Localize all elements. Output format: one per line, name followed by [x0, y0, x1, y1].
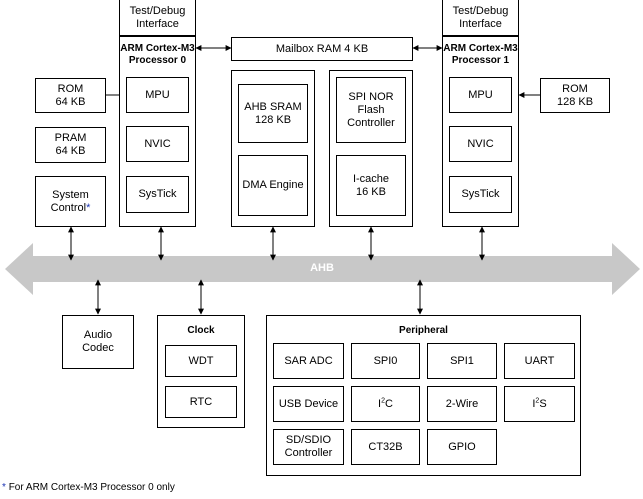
cpu0-title: ARM Cortex-M3 Processor 0 — [120, 43, 195, 66]
rtc-label: RTC — [189, 395, 213, 408]
systick1-label: SysTick — [461, 188, 500, 200]
gpio-label: GPIO — [448, 440, 476, 453]
mailbox-ram-block: Mailbox RAM 4 KB — [231, 37, 413, 61]
systick0-block: SysTick — [126, 176, 189, 213]
cpu1-block: ARM Cortex-M3 Processor 1 MPU NVIC SysTi… — [442, 36, 519, 227]
pram-label: PRAM 64 KB — [54, 132, 87, 157]
icache-label: I-cache 16 KB — [352, 172, 390, 198]
spi-nor-flash-controller-block: SPI NOR Flash Controller — [336, 77, 406, 143]
i2c-label: I2C — [378, 396, 393, 410]
system-control-footnote-mark: * — [86, 201, 91, 214]
rom1-block: ROM 128 KB — [540, 78, 610, 113]
spi1-label: SPI1 — [450, 354, 474, 367]
cpu0-block: ARM Cortex-M3 Processor 0 MPU NVIC SysTi… — [119, 36, 196, 227]
nvic0-block: NVIC — [126, 126, 189, 162]
uart-block: UART — [504, 343, 575, 379]
two-wire-block: 2-Wire — [427, 386, 497, 422]
rom1-label: ROM 128 KB — [556, 82, 594, 108]
nvic1-block: NVIC — [449, 126, 512, 162]
systick1-block: SysTick — [449, 176, 512, 213]
i2s-label: I2S — [532, 396, 547, 410]
mpu1-block: MPU — [449, 77, 512, 113]
i2s-block: I2S — [504, 386, 575, 422]
nvic0-label: NVIC — [144, 137, 171, 150]
wdt-label: WDT — [188, 354, 214, 367]
mpu0-block: MPU — [126, 77, 189, 113]
mailbox-ram-label: Mailbox RAM 4 KB — [275, 42, 369, 55]
ahb-label: AHB — [310, 262, 334, 274]
ahb-sram-label: AHB SRAM 128 KB — [244, 100, 302, 126]
spi-nor-label: SPI NOR Flash Controller — [347, 90, 395, 129]
sd-sdio-controller-block: SD/SDIO Controller — [273, 429, 344, 465]
peripheral-title: Peripheral — [399, 325, 448, 336]
cpu1-title: ARM Cortex-M3 Processor 1 — [443, 43, 518, 66]
rom0-block: ROM 64 KB — [35, 78, 106, 113]
peripheral-group: Peripheral SAR ADC SPI0 SPI1 UART USB De… — [266, 315, 581, 476]
clock-group: Clock WDT RTC — [157, 315, 245, 428]
two-wire-label: 2-Wire — [445, 397, 479, 410]
system-control-label: System Control* — [50, 188, 91, 214]
icache-block: I-cache 16 KB — [336, 155, 406, 216]
footnote-mark: * — [2, 482, 6, 493]
uart-label: UART — [524, 354, 555, 367]
mpu0-label: MPU — [145, 88, 170, 101]
test-debug-1-label: Test/Debug Interface — [452, 4, 509, 30]
usb-device-label: USB Device — [278, 397, 339, 410]
spi-nor-group: SPI NOR Flash Controller I-cache 16 KB — [329, 70, 413, 227]
pram-block: PRAM 64 KB — [35, 127, 106, 163]
sd-sdio-label: SD/SDIO Controller — [284, 434, 333, 459]
dma-engine-label: DMA Engine — [242, 179, 304, 191]
sar-adc-block: SAR ADC — [273, 343, 344, 379]
mpu1-label: MPU — [468, 88, 493, 101]
systick0-label: SysTick — [138, 188, 177, 200]
footnote-text: For ARM Cortex-M3 Processor 0 only — [8, 482, 175, 493]
test-debug-interface-0: Test/Debug Interface — [119, 0, 196, 36]
nvic1-label: NVIC — [467, 137, 494, 150]
test-debug-0-label: Test/Debug Interface — [129, 4, 186, 30]
dma-engine-block: DMA Engine — [238, 155, 308, 216]
spi0-block: SPI0 — [351, 343, 420, 379]
test-debug-interface-1: Test/Debug Interface — [442, 0, 519, 36]
ahb-sram-block: AHB SRAM 128 KB — [238, 84, 308, 143]
rom0-label: ROM 64 KB — [55, 82, 86, 108]
sar-adc-label: SAR ADC — [284, 354, 333, 367]
ct32b-block: CT32B — [351, 429, 420, 465]
spi1-block: SPI1 — [427, 343, 497, 379]
usb-device-block: USB Device — [273, 386, 344, 422]
audio-codec-label: Audio Codec — [82, 329, 114, 354]
wdt-block: WDT — [165, 345, 237, 377]
system-control-block: System Control* — [35, 176, 106, 227]
i2c-block: I2C — [351, 386, 420, 422]
footnote: * For ARM Cortex-M3 Processor 0 only — [2, 482, 175, 493]
spi0-label: SPI0 — [373, 354, 398, 367]
rtc-block: RTC — [165, 386, 237, 418]
clock-title: Clock — [187, 325, 215, 336]
ct32b-label: CT32B — [368, 440, 403, 453]
sram-group: AHB SRAM 128 KB DMA Engine — [231, 70, 315, 227]
gpio-block: GPIO — [427, 429, 497, 465]
audio-codec-block: Audio Codec — [62, 315, 134, 369]
